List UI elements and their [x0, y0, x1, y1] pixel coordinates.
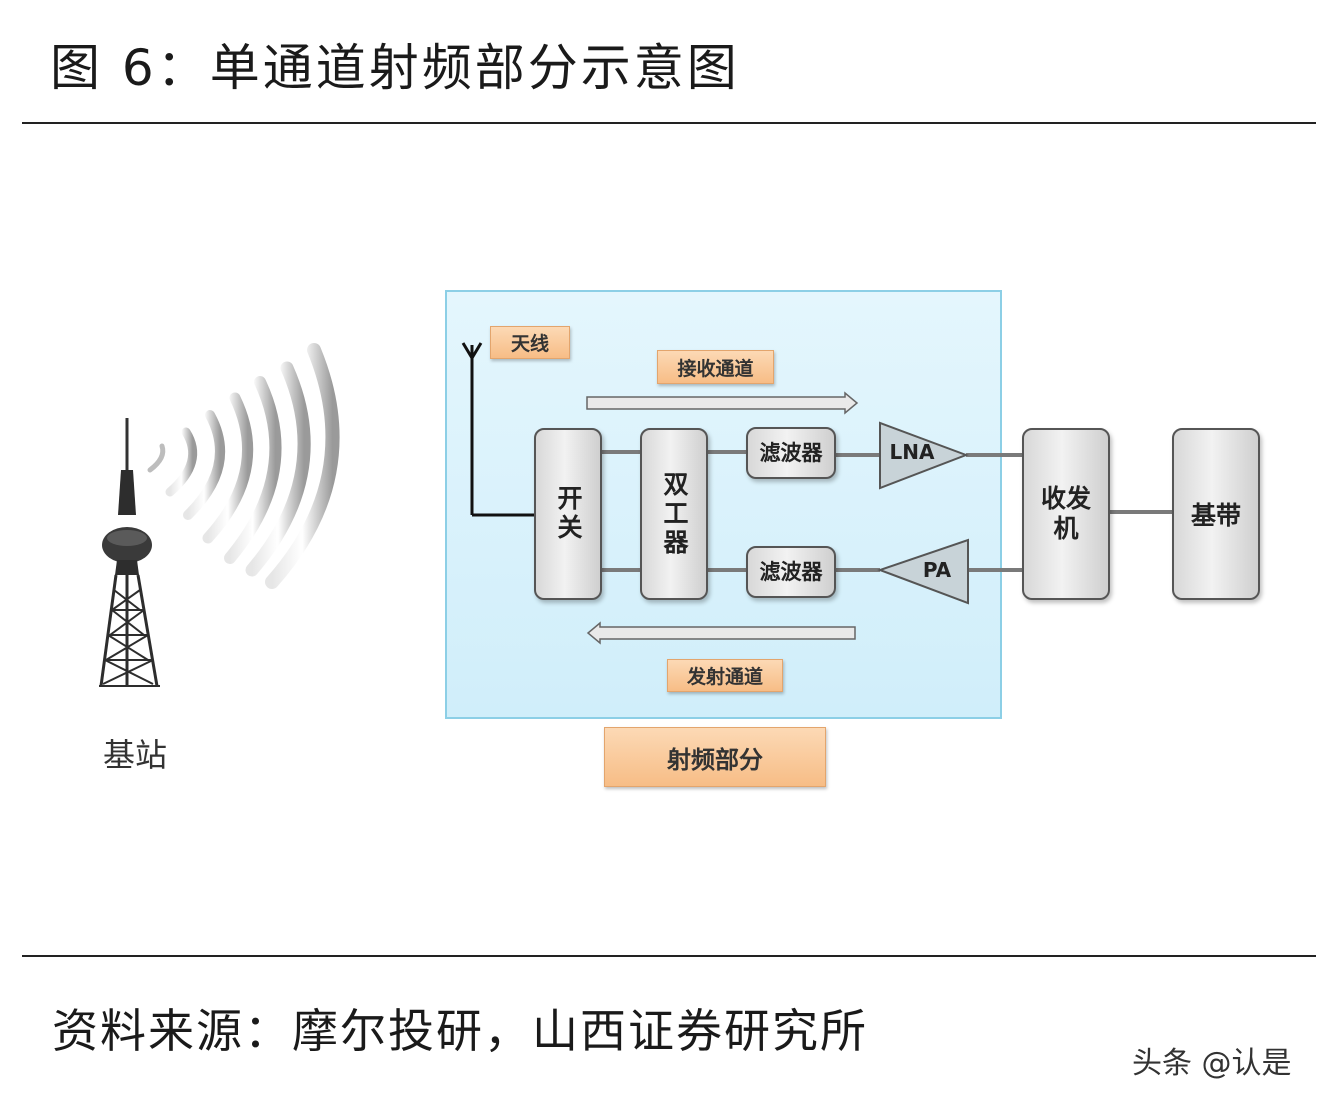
lna-amplifier-icon — [879, 421, 969, 490]
tx-filter-block: 滤波器 — [746, 546, 836, 598]
duplexer-label: 双工器 — [660, 470, 689, 558]
tx-filter-label: 滤波器 — [759, 560, 823, 584]
rx-filter-label: 滤波器 — [759, 441, 823, 465]
rx-path-tag: 接收通道 — [657, 350, 774, 384]
source-note: 资料来源：摩尔投研，山西证券研究所 — [52, 1004, 868, 1058]
rx-filter-block: 滤波器 — [746, 427, 836, 479]
baseband-block: 基带 — [1172, 428, 1260, 600]
transceiver-label: 收发机 — [1040, 484, 1091, 543]
duplexer-block: 双工器 — [640, 428, 708, 600]
rf-section-tag: 射频部分 — [604, 727, 826, 787]
baseband-label: 基带 — [1190, 501, 1241, 530]
pa-amplifier-icon — [877, 538, 969, 605]
lna-label: LNA — [889, 440, 935, 464]
watermark: 头条 @认是 — [1132, 1046, 1292, 1081]
antenna-tag: 天线 — [490, 326, 570, 359]
figure-title: 图 6：单通道射频部分示意图 — [50, 39, 740, 97]
tx-path-tag: 发射通道 — [667, 659, 783, 692]
bottom-divider — [22, 955, 1316, 957]
switch-label: 开关 — [554, 485, 583, 543]
top-divider — [22, 122, 1316, 124]
transceiver-block: 收发机 — [1022, 428, 1110, 600]
switch-block: 开关 — [534, 428, 602, 600]
pa-label: PA — [922, 558, 952, 582]
base-station-label: 基站 — [103, 736, 168, 774]
